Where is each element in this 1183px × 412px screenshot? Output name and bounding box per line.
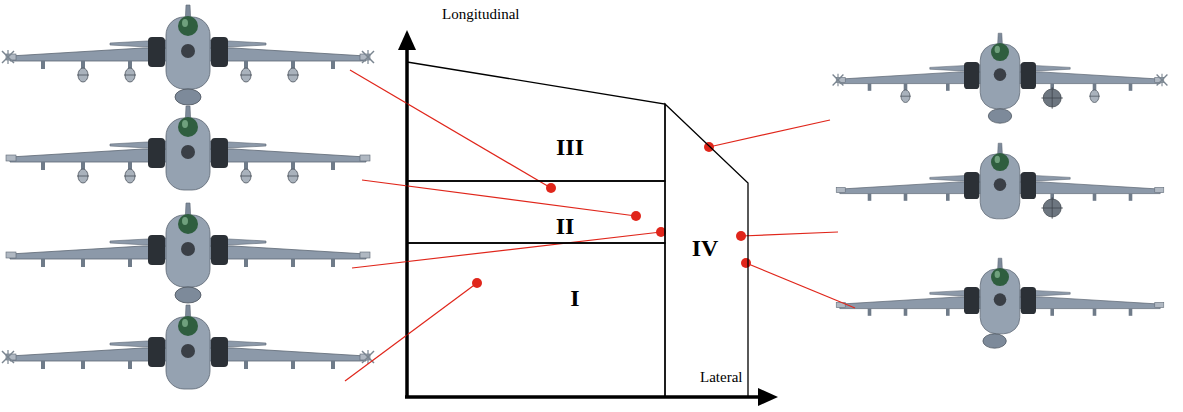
region-area: II bbox=[407, 181, 665, 243]
jet-picture bbox=[6, 203, 370, 303]
region-border bbox=[407, 181, 665, 243]
region-border bbox=[407, 62, 665, 181]
axis-label: Longitudinal bbox=[442, 6, 520, 23]
region-numeral: I bbox=[570, 286, 579, 310]
axes bbox=[398, 30, 778, 406]
region-numeral: IV bbox=[692, 236, 719, 260]
jet-picture bbox=[833, 33, 1168, 123]
region-area: I bbox=[407, 243, 665, 397]
leader-lines bbox=[345, 70, 855, 381]
jet-picture bbox=[836, 143, 1164, 219]
axis-label: Lateral bbox=[700, 369, 742, 386]
jet-picture bbox=[2, 5, 374, 105]
marker-dots bbox=[472, 142, 751, 288]
jet-picture bbox=[836, 258, 1164, 348]
region-outline bbox=[407, 181, 665, 243]
region-numeral: III bbox=[556, 135, 584, 159]
region-border bbox=[665, 104, 748, 397]
region-numeral: II bbox=[556, 214, 575, 238]
region-area: III bbox=[407, 62, 665, 181]
jet-picture bbox=[6, 106, 370, 190]
region-border bbox=[407, 243, 665, 397]
region-outline bbox=[407, 243, 665, 397]
region-outline bbox=[407, 62, 665, 181]
jet-picture bbox=[2, 305, 374, 389]
region-area: IV bbox=[665, 104, 748, 397]
